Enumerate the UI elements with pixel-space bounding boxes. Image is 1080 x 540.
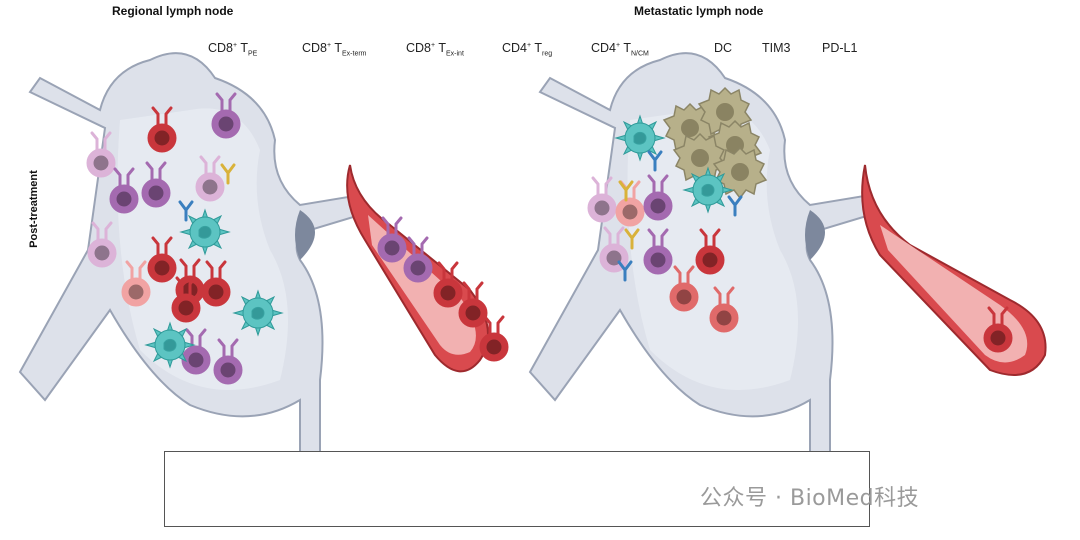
left-panel-title: Regional lymph node bbox=[112, 4, 234, 18]
legend-box bbox=[164, 451, 870, 527]
legend-item-dc: DC bbox=[714, 41, 733, 55]
legend-item-pdl1: PD-L1 bbox=[822, 41, 858, 55]
legend-item-cd8-pe: CD8+ TPE bbox=[208, 41, 258, 58]
watermark-text: 公众号 · BioMed科技 bbox=[700, 486, 920, 511]
legend-item-cd8-ex-term: CD8+ TEx-term bbox=[302, 41, 367, 58]
blood-vessel-right bbox=[861, 164, 1047, 376]
legend-item-tim3: TIM3 bbox=[762, 41, 791, 55]
legend-item-cd8-ex-int: CD8+ TEx-int bbox=[406, 41, 464, 58]
right-panel-title: Metastatic lymph node bbox=[634, 4, 764, 18]
legend-item-cd4-reg: CD4+ Treg bbox=[502, 41, 553, 58]
row-label: Post-treatment bbox=[28, 170, 40, 248]
legend-item-cd4-ncm: CD4+ TN/CM bbox=[591, 41, 649, 58]
regional-lymph-node bbox=[18, 52, 361, 471]
